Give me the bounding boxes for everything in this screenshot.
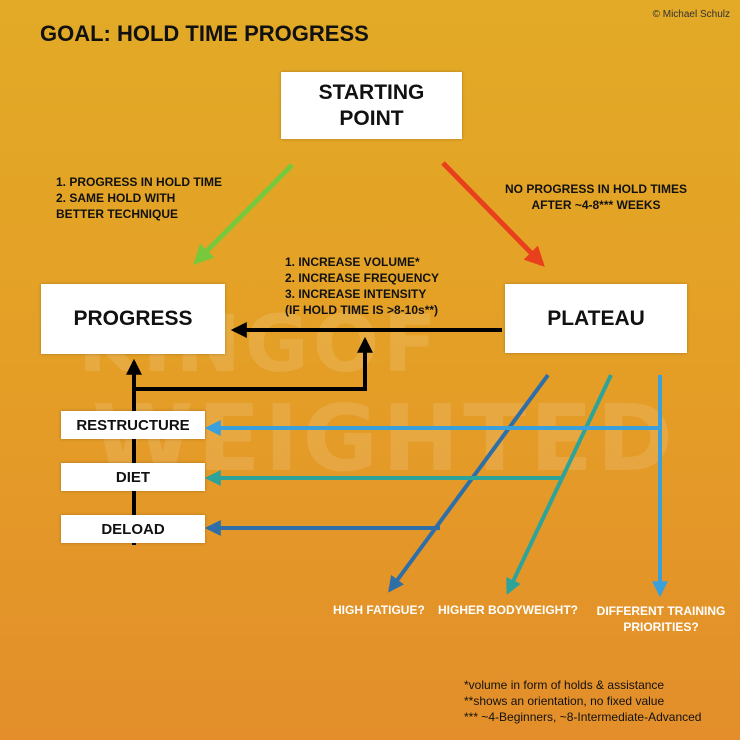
footnote-2: **shows an orientation, no fixed value [464,694,665,708]
cause-high-fatigue: HIGH FATIGUE? [333,603,425,617]
label-start-to-plateau: NO PROGRESS IN HOLD TIMES AFTER ~4-8*** … [504,182,687,212]
arrow-start-to-progress [193,163,294,265]
node-plateau: PLATEAU [505,284,687,353]
arrow-to-higher-bodyweight [506,374,613,595]
diagram-title: GOAL: HOLD TIME PROGRESS [40,21,369,46]
label-start-to-progress: 1. PROGRESS IN HOLD TIME 2. SAME HOLD WI… [56,175,223,221]
label-plateau-to-progress: 1. INCREASE VOLUME* 2. INCREASE FREQUENC… [285,255,440,317]
cause-different-priorities: DIFFERENT TRAINING PRIORITIES? [596,604,726,634]
node-diet: DIET [61,463,205,491]
node-progress: PROGRESS [41,284,225,354]
copyright: © Michael Schulz [652,9,730,20]
node-restructure: RESTRUCTURE [61,411,205,439]
cause-higher-bodyweight: HIGHER BODYWEIGHT? [438,603,578,617]
arrow-to-high-fatigue [388,373,550,593]
arrow-start-to-plateau [441,161,545,267]
footnote-1: *volume in form of holds & assistance [464,678,665,692]
node-starting-point: STARTING POINT [281,72,462,139]
footnote-3: *** ~4-Beginners, ~8-Intermediate-Advanc… [464,710,702,724]
node-deload: DELOAD [61,515,205,543]
